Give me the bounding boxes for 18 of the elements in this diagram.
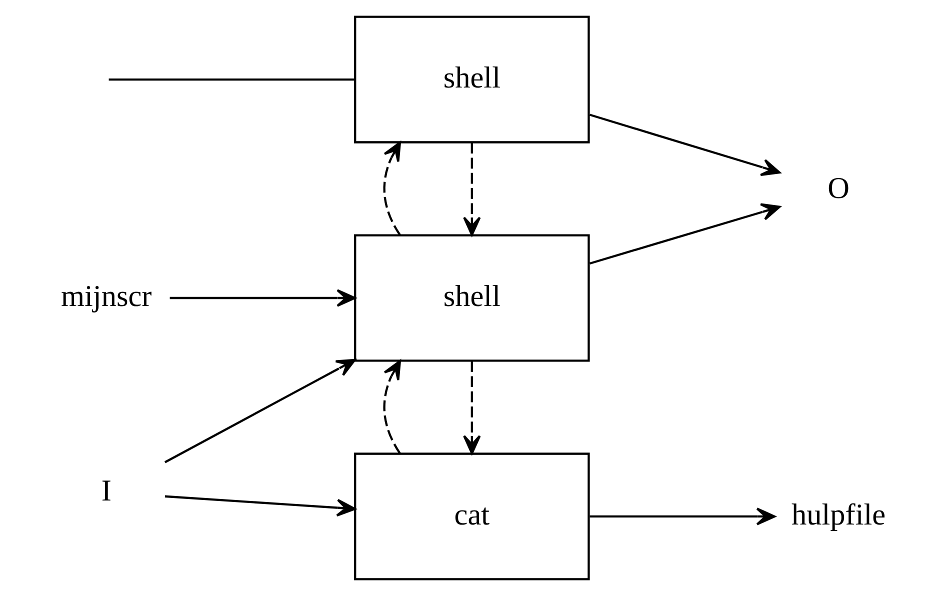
node-box: shell (354, 16, 590, 144)
node-text: I (101, 474, 112, 508)
arrow (170, 289, 356, 307)
arrow (383, 360, 402, 454)
arrow (589, 114, 781, 176)
arrow (589, 203, 781, 265)
arrow (164, 495, 356, 517)
node-text: hulpfile (791, 497, 886, 532)
node-text: O (828, 170, 850, 205)
node-box: cat (354, 452, 590, 580)
arrow (590, 508, 776, 526)
arrow (463, 361, 481, 454)
node-box: shell (354, 234, 590, 362)
arrow (164, 358, 356, 464)
arrow (463, 142, 481, 236)
arrow (383, 142, 402, 236)
connector (108, 78, 355, 81)
node-text: mijnscr (60, 279, 152, 314)
